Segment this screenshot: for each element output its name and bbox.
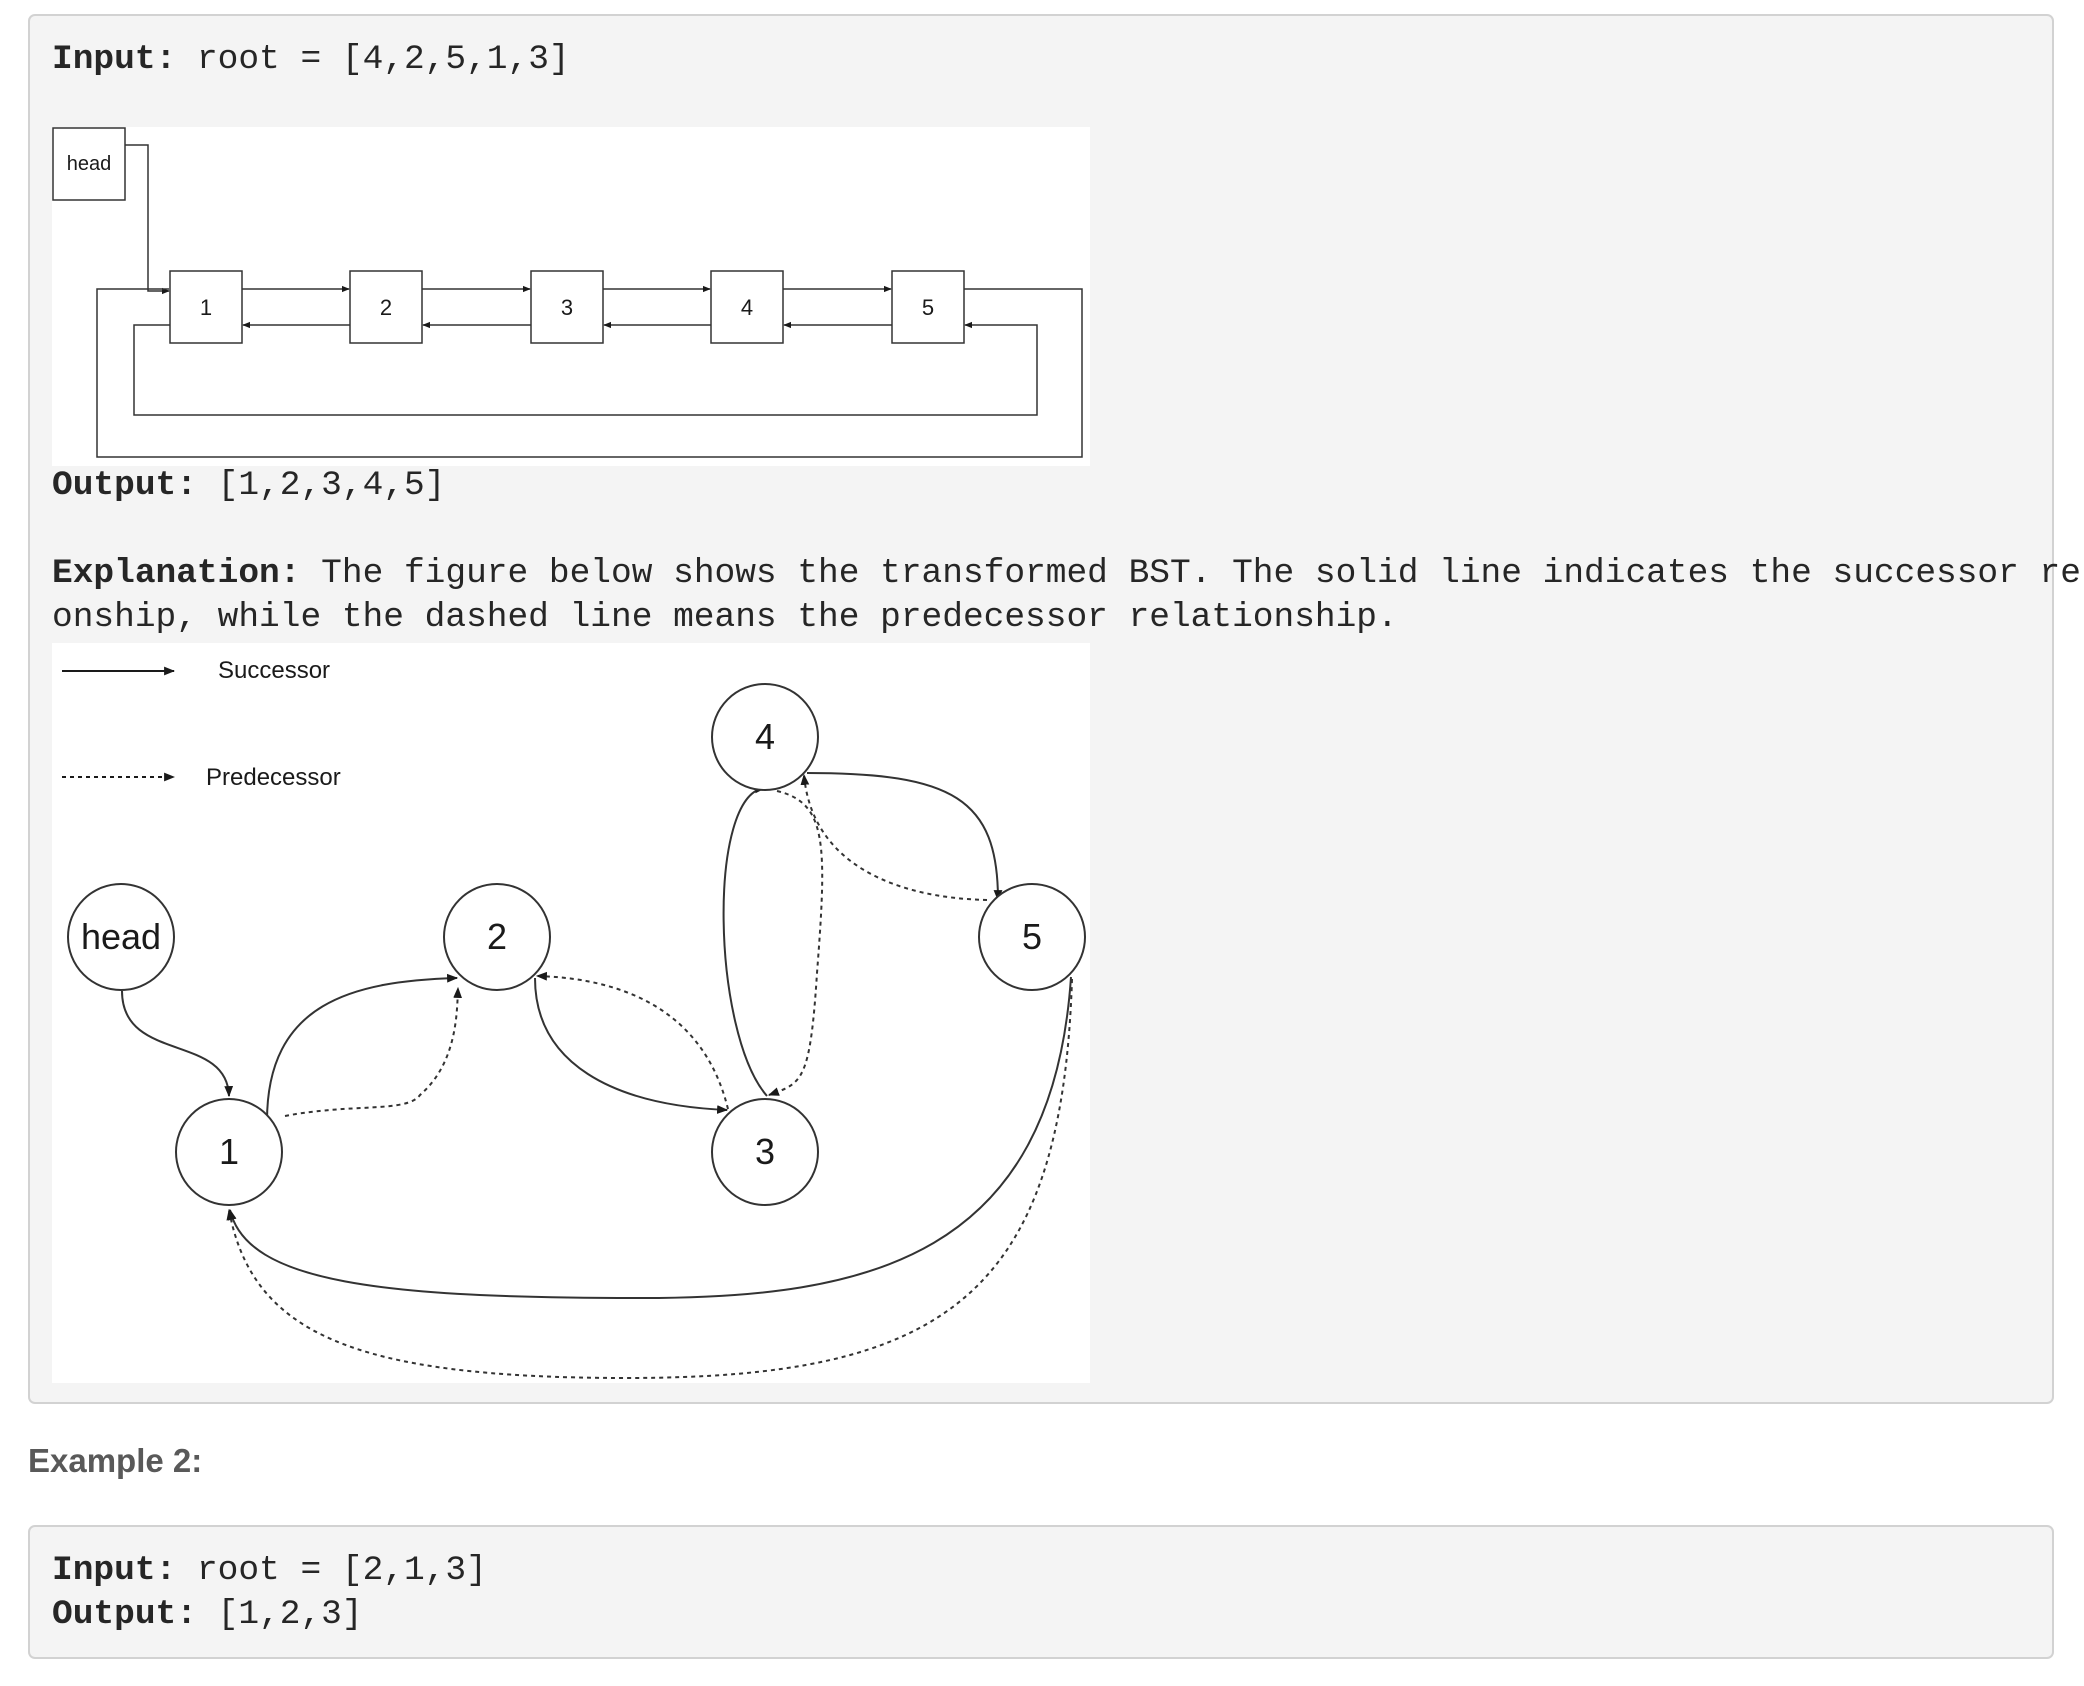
graph-node-4-label: 4: [755, 716, 775, 757]
explanation-line-1: Explanation: The figure below shows the …: [52, 552, 2084, 596]
graph-node-1: [175, 1098, 283, 1206]
output-value: [1,2,3]: [196, 1595, 363, 1634]
graph-node-2-label: 2: [487, 916, 507, 957]
circular-list-figure: head 1 2 3 4 5: [52, 127, 1090, 466]
explanation-label: Explanation:: [52, 554, 301, 593]
example2-input-line: Input: root = [2,1,3]: [52, 1549, 487, 1593]
graph-node-3-label: 3: [755, 1131, 775, 1172]
graph-node-5: [978, 883, 1086, 991]
graph-node-3: [711, 1098, 819, 1206]
input-label: Input:: [52, 1551, 177, 1590]
list-node-label: 5: [922, 295, 934, 320]
list-node-label: 1: [200, 295, 212, 320]
list-node-2: 2: [349, 270, 423, 344]
output-value: [1,2,3,4,5]: [196, 466, 446, 505]
list-node-5: 5: [891, 270, 965, 344]
example2-output-line: Output: [1,2,3]: [52, 1593, 363, 1637]
list-node-label: 3: [561, 295, 573, 320]
output-label: Output:: [52, 466, 197, 505]
graph-head-node: [67, 883, 175, 991]
explanation-line-2: onship, while the dashed line means the …: [52, 596, 1398, 640]
explanation-text-continued: onship, while the dashed line means the …: [52, 598, 1398, 637]
list-head-label: head: [67, 153, 112, 175]
legend-predecessor-label: Predecessor: [206, 764, 341, 791]
example2-code-block: Input: root = [2,1,3] Output: [1,2,3]: [28, 1525, 2054, 1659]
head-to-tail-loop: [133, 321, 1038, 416]
example1-output-line: Output: [1,2,3,4,5]: [52, 464, 445, 508]
graph-node-4: [711, 683, 819, 791]
successor-edges: [121, 772, 1072, 1300]
list-node-label: 4: [741, 295, 753, 320]
graph-head-label: head: [81, 916, 161, 957]
input-value: root = [4,2,5,1,3]: [176, 40, 570, 79]
explanation-text: The figure below shows the transformed B…: [300, 554, 2084, 593]
output-label: Output:: [52, 1595, 197, 1634]
example2-heading: Example 2:: [28, 1442, 203, 1479]
head-pointer-line: [125, 144, 170, 295]
list-node-1: 1: [169, 270, 243, 344]
example1-code-block: Input: root = [4,2,5,1,3] head 1 2 3 4 5: [28, 14, 2084, 1404]
legend-successor-label: Successor: [218, 657, 330, 684]
list-head-node: head: [52, 127, 126, 201]
bst-graph-figure: Successor Predecessor: [52, 643, 1090, 1383]
tail-to-head-loop: [96, 288, 1083, 458]
input-label: Input:: [52, 40, 177, 79]
list-node-label: 2: [380, 295, 392, 320]
input-value: root = [2,1,3]: [176, 1551, 487, 1590]
graph-node-5-label: 5: [1022, 916, 1042, 957]
predecessor-edges: [226, 773, 1073, 1380]
list-node-4: 4: [710, 270, 784, 344]
graph-node-1-label: 1: [219, 1131, 239, 1172]
graph-node-2: [443, 883, 551, 991]
example1-input-line: Input: root = [4,2,5,1,3]: [52, 38, 570, 82]
list-node-3: 3: [530, 270, 604, 344]
legend: Successor Predecessor: [62, 657, 341, 791]
